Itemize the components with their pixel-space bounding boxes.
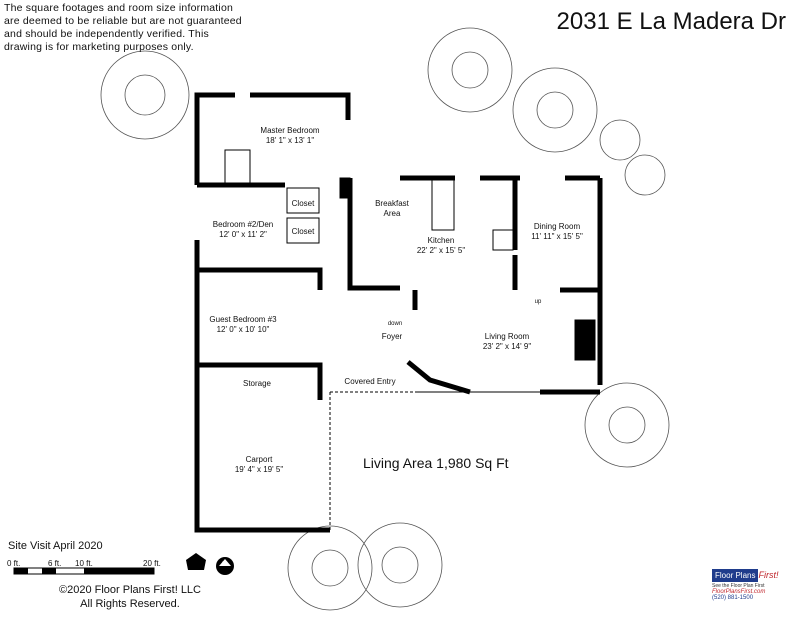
property-address: 2031 E La Madera Dr: [556, 8, 786, 35]
copyright: ©2020 Floor Plans First! LLC All Rights R…: [0, 583, 260, 611]
logo-phone: (520) 881-1500: [712, 595, 754, 601]
room-name: Foyer: [381, 332, 403, 341]
logo-tagline: See the Floor Plan First: [712, 583, 765, 589]
room-name: Breakfast Area: [375, 199, 409, 218]
interior-lines: [224, 149, 596, 530]
scale-label-6: 6 ft.: [48, 559, 62, 568]
room-name: Covered Entry: [344, 377, 396, 386]
tree-icon: [584, 382, 670, 468]
tree-icon: [512, 67, 598, 153]
room-name: Bedroom #2/Den: [212, 220, 274, 229]
trees: [100, 27, 670, 611]
room-name: Closet: [291, 227, 315, 236]
room-size: 18' 1" x 13' 1": [265, 136, 315, 145]
site-visit-date: Site Visit April 2020: [8, 540, 103, 552]
room-name: Master Bedroom: [260, 126, 320, 135]
tree-icon: [287, 525, 373, 611]
room-size: 12' 0" x 11' 2": [219, 230, 267, 239]
room-closet-2: Closet: [292, 227, 315, 237]
room-name: Carport: [245, 455, 273, 464]
room-size: 11' 11" x 15' 5": [531, 232, 583, 241]
room-covered-entry: Covered Entry: [344, 377, 395, 387]
room-size: 19' 4" x 19' 5": [234, 465, 284, 474]
disclaimer: The square footages and room size inform…: [4, 2, 242, 53]
room-foyer: Foyer: [382, 332, 402, 342]
room-name: Dining Room: [533, 222, 581, 231]
rights-text: All Rights Reserved.: [80, 598, 180, 610]
north-arrow-icon: [216, 557, 234, 575]
equal-housing-icon: [186, 553, 206, 570]
room-closet-1: Closet: [292, 199, 315, 209]
tree-icon: [427, 27, 513, 113]
tree-icon: [100, 50, 190, 140]
down-label: down: [387, 321, 403, 327]
room-name: Closet: [291, 199, 315, 208]
scale-label-20: 20 ft.: [143, 559, 161, 568]
up-label: up: [534, 299, 542, 305]
room-name: Guest Bedroom #3: [209, 315, 277, 324]
room-name: Kitchen: [427, 236, 455, 245]
north-label: N: [222, 562, 227, 568]
room-name: Living Room: [484, 332, 530, 341]
logo-url: FloorPlansFirst.com: [712, 589, 766, 595]
living-area-total: Living Area 1,980 Sq Ft: [363, 455, 509, 471]
scale-label-0: 0 ft.: [7, 559, 21, 568]
logo-name: Floor Plans: [712, 569, 759, 582]
room-size: 12' 0" x 10' 10": [216, 325, 270, 334]
tree-icon: [624, 154, 666, 196]
room-breakfast-area: Breakfast Area: [372, 199, 412, 219]
tree-icon: [599, 119, 641, 161]
logo-first: First!: [758, 570, 779, 580]
room-name: Storage: [242, 379, 272, 388]
scale-label-10: 10 ft.: [75, 559, 93, 568]
room-size: 23' 2" x 14' 9": [482, 342, 532, 351]
tree-icon: [357, 522, 443, 608]
scale-bar: [13, 567, 155, 575]
copyright-text: ©2020 Floor Plans First! LLC: [59, 584, 201, 596]
room-size: 22' 2" x 15' 5": [416, 246, 466, 255]
walls: [194, 92, 603, 533]
room-storage: Storage: [243, 379, 271, 389]
